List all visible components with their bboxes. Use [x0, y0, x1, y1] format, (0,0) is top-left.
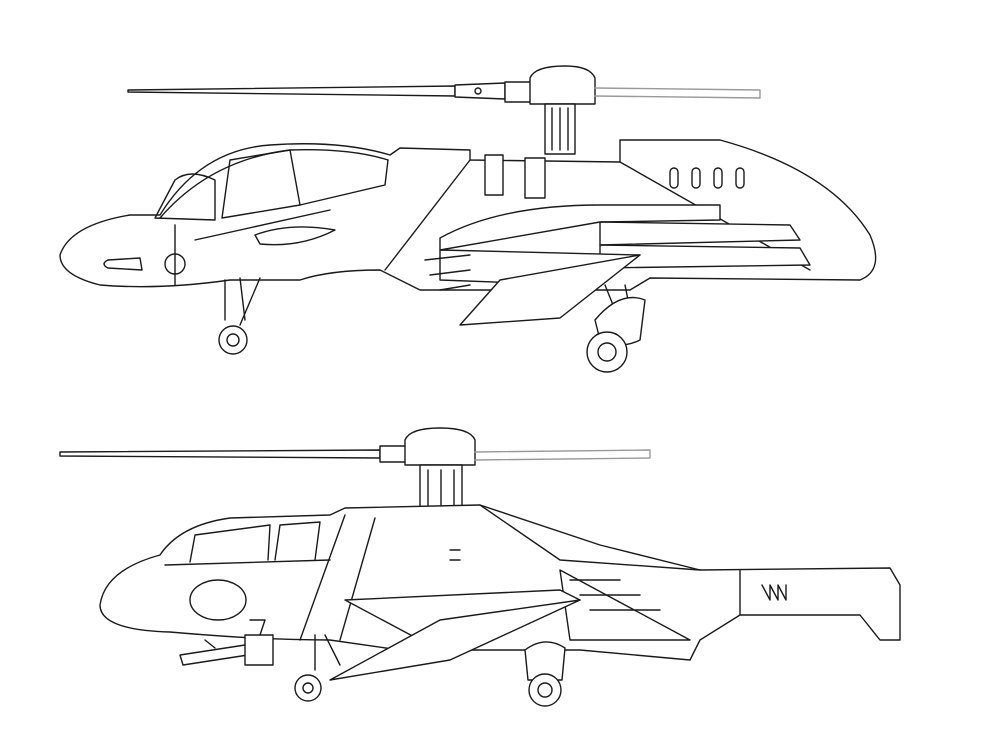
main-rotor-upper [127, 65, 761, 155]
vents-lower [761, 584, 787, 601]
fuselage-lower [99, 504, 901, 681]
gun-pod-lower [179, 619, 274, 666]
fuselage-upper [59, 139, 877, 326]
main-rotor-lower [59, 427, 651, 516]
landing-gear-lower [294, 634, 566, 707]
side-view-upper [59, 65, 877, 373]
landing-gear-upper [218, 277, 646, 373]
vents-upper [669, 167, 745, 189]
side-view-lower [59, 427, 901, 707]
